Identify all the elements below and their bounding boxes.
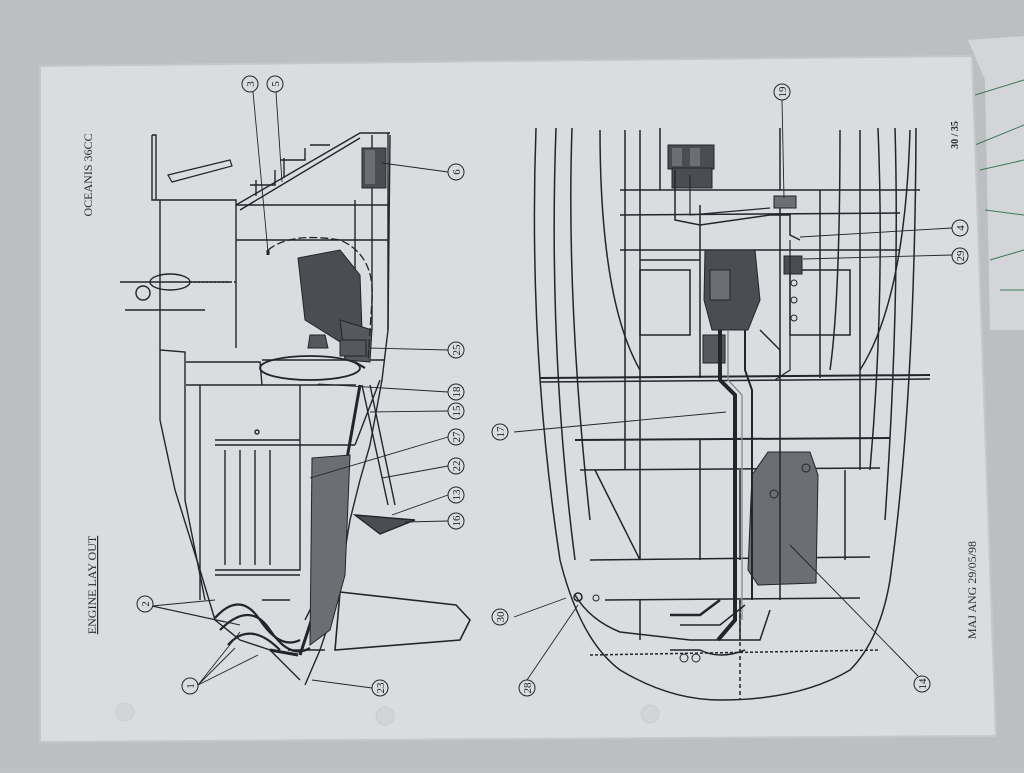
plan-hoses [574, 170, 801, 656]
underlying-sheet-lines [974, 79, 1024, 291]
callout-28: 28 [522, 682, 534, 694]
model-title: OCEANIS 36CC [81, 133, 95, 216]
hose-loop [259, 355, 361, 381]
callout-30: 30 [495, 611, 507, 623]
callout-4: 4 [955, 225, 967, 231]
section-title: ENGINE LAY OUT [85, 535, 99, 634]
callout-circles [136, 75, 969, 697]
callout-19: 19 [777, 86, 789, 98]
callout-labels: 1 2 3 5 6 25 18 15 27 22 13 16 23 19 4 2… [140, 81, 967, 694]
callout-27: 27 [451, 431, 463, 443]
callout-18: 18 [451, 386, 463, 398]
plan-components [667, 144, 819, 586]
callout-23: 23 [375, 682, 387, 694]
leader-lines [151, 91, 953, 689]
punch-holes [115, 702, 660, 726]
callout-13: 13 [451, 489, 463, 501]
callout-5: 5 [270, 81, 282, 87]
callout-2: 2 [140, 601, 152, 607]
callout-6: 6 [451, 169, 463, 175]
paper-sheet [40, 56, 996, 742]
callout-16: 16 [451, 515, 463, 527]
callout-14: 14 [917, 678, 929, 690]
revision-date: MAJ ANG 29/05/98 [965, 541, 979, 639]
callout-1: 1 [185, 683, 197, 689]
callout-25: 25 [451, 344, 463, 356]
underlying-sheet [968, 36, 1024, 330]
callout-22: 22 [451, 461, 463, 472]
callout-29: 29 [955, 250, 967, 262]
callout-3: 3 [245, 81, 257, 87]
callout-17: 17 [495, 426, 507, 438]
fuel-tank-side [309, 454, 351, 647]
callout-15: 15 [451, 405, 463, 417]
plan-view-drawing [533, 127, 931, 701]
page-number: 30 / 35 [950, 121, 961, 149]
